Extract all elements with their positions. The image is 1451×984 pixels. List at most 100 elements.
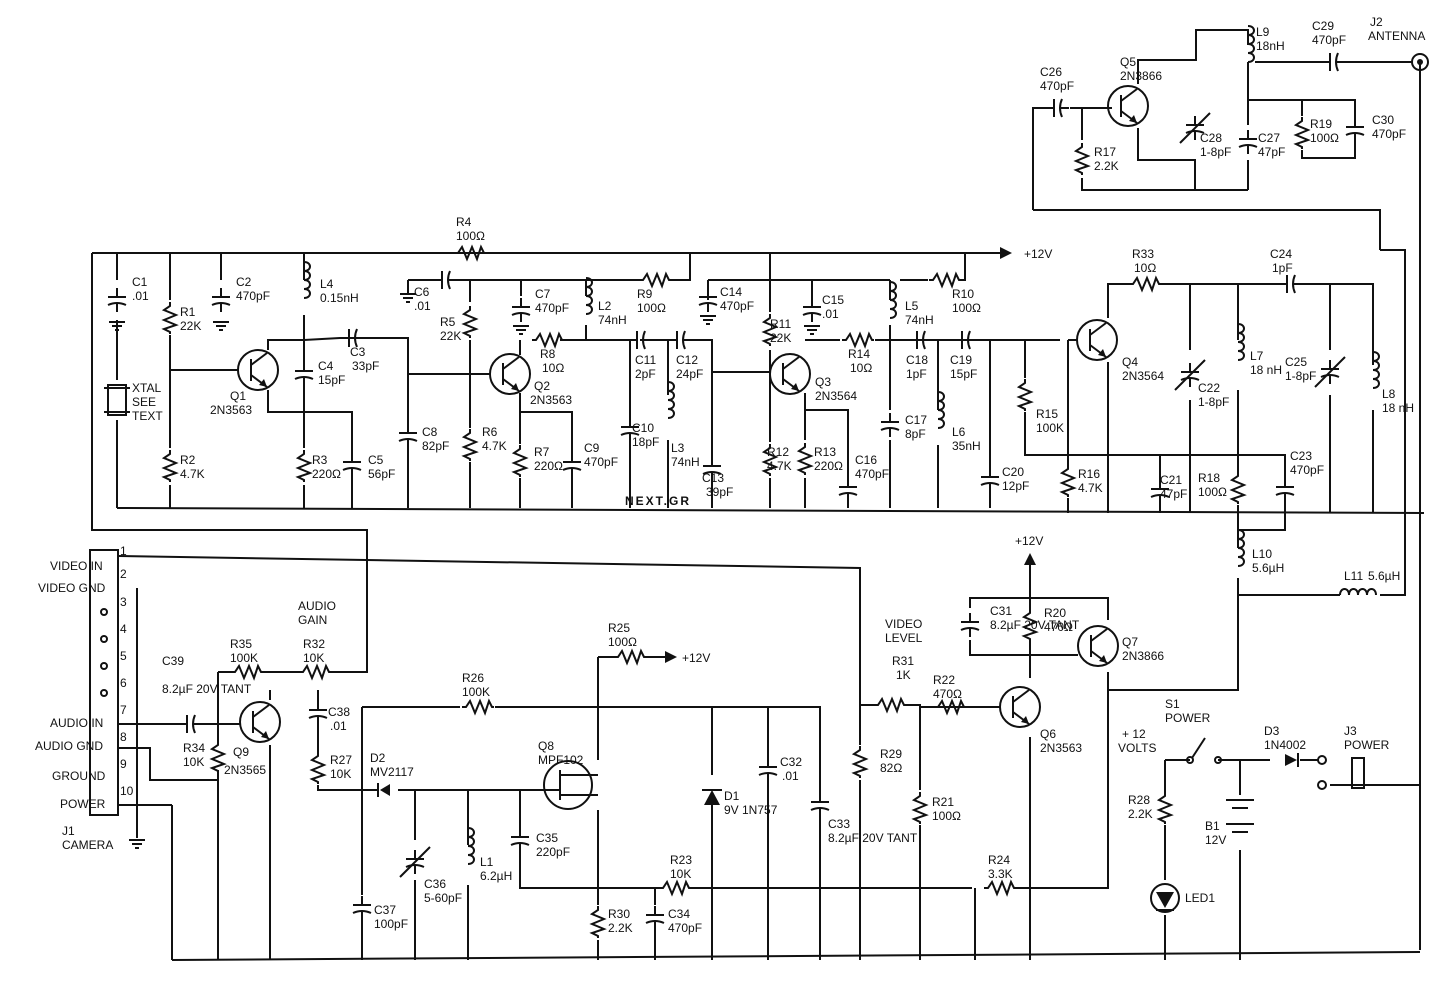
component-value: 10Ω: [542, 361, 564, 375]
component-ref: R30: [608, 907, 630, 921]
component-value: 470pF: [1312, 33, 1346, 47]
component-ref: C4: [318, 359, 334, 373]
connector-name: J1: [62, 824, 75, 838]
component-value: 18pF: [632, 435, 659, 449]
component-value: 1pF: [906, 367, 927, 381]
component-ref: C22: [1198, 381, 1220, 395]
connector-pin: 3: [120, 595, 127, 609]
connector-pin: 9: [120, 757, 127, 771]
component-value: 2.2K: [1128, 807, 1153, 821]
component-ref: R5: [440, 315, 456, 329]
connector-signal-label: AUDIO IN: [50, 716, 103, 730]
component-value: 2.2K: [1094, 159, 1119, 173]
component-value: 100K: [1036, 421, 1064, 435]
component-value: 18nH: [1256, 39, 1285, 53]
connector-signal-label: VIDEO IN: [50, 559, 103, 573]
power-jack-label: POWER: [1344, 738, 1390, 752]
component-ref: R21: [932, 795, 954, 809]
component-ref: R26: [462, 671, 484, 685]
component-value: MPF102: [538, 753, 584, 767]
component-ref: C13: [702, 471, 724, 485]
component-ref: C30: [1372, 113, 1394, 127]
component-value: 74nH: [598, 313, 627, 327]
component-ref: R27: [330, 753, 352, 767]
component-ref: R35: [230, 637, 252, 651]
connector-signal-label: GROUND: [52, 769, 106, 783]
component-value: 8.2µF 20V TANT: [162, 682, 252, 696]
component-ref: C21: [1160, 473, 1182, 487]
component-ref: R29: [880, 747, 902, 761]
component-value: 82pF: [422, 439, 449, 453]
component-ref: C37: [374, 903, 396, 917]
component-value: 8.2µF 20V TANT: [990, 618, 1080, 632]
connector-pin: 5: [120, 649, 127, 663]
component-value: .01: [822, 307, 839, 321]
component-ref: R25: [608, 621, 630, 635]
component-value: 5-60pF: [424, 891, 462, 905]
component-ref: R16: [1078, 467, 1100, 481]
connector-pin: 2: [120, 567, 127, 581]
component-value: 10Ω: [1134, 261, 1156, 275]
component-ref: L11: [1344, 569, 1363, 583]
component-ref: C7: [535, 287, 551, 301]
component-ref: C31: [990, 604, 1012, 618]
component-value: 470pF: [1290, 463, 1324, 477]
component-value: .01: [782, 769, 799, 783]
xtal-label: XTAL: [132, 381, 161, 395]
component-value: 100pF: [374, 917, 408, 931]
component-value: 100Ω: [932, 809, 961, 823]
component-ref: C24: [1270, 247, 1292, 261]
component-ref: R18: [1198, 471, 1220, 485]
component-ref: C23: [1290, 449, 1312, 463]
component-value: 39pF: [706, 485, 733, 499]
component-ref: C5: [368, 453, 384, 467]
component-ref: C14: [720, 285, 742, 299]
component-value: 18 nH: [1250, 363, 1282, 377]
component-ref: Q3: [815, 375, 831, 389]
component-value: 9V 1N757: [724, 803, 778, 817]
component-value: 82Ω: [880, 761, 902, 775]
battery-volts-label: VOLTS: [1118, 741, 1156, 755]
component-ref: R2: [180, 453, 196, 467]
component-ref: L9: [1256, 25, 1270, 39]
component-value: 470Ω: [933, 687, 962, 701]
component-value: 470Ω: [1044, 620, 1073, 634]
video-level-label: VIDEO: [885, 617, 922, 631]
component-value: 2N3564: [1122, 369, 1164, 383]
component-ref: Q5: [1120, 55, 1136, 69]
component-ref: R8: [540, 347, 556, 361]
component-ref: C11: [635, 353, 656, 367]
component-ref: C9: [584, 441, 600, 455]
component-value: 2pF: [635, 367, 656, 381]
component-ref: L5: [905, 299, 919, 313]
component-ref: L10: [1252, 547, 1272, 561]
component-value: 15pF: [950, 367, 977, 381]
component-value: 100Ω: [952, 301, 981, 315]
battery-volts-label: + 12: [1122, 727, 1146, 741]
component-value: 6.2µH: [480, 869, 512, 883]
component-ref: C12: [676, 353, 698, 367]
component-ref: R24: [988, 853, 1010, 867]
component-value: 22K: [180, 319, 201, 333]
component-ref: C38: [328, 705, 350, 719]
audio-gain-label: GAIN: [298, 613, 327, 627]
component-value: 220Ω: [312, 467, 341, 481]
component-value: 2N3866: [1120, 69, 1162, 83]
component-ref: L8: [1382, 387, 1396, 401]
xtal-label: SEE: [132, 395, 156, 409]
component-value: .01: [330, 719, 347, 733]
component-value: 100Ω: [608, 635, 637, 649]
component-ref: C18: [906, 353, 928, 367]
component-ref: R14: [848, 347, 870, 361]
component-value: 2N3563: [530, 393, 572, 407]
component-value: 470pF: [535, 301, 569, 315]
component-value: 4.7K: [482, 439, 507, 453]
component-value: 470pF: [668, 921, 702, 935]
component-value: 2.2K: [608, 921, 633, 935]
component-ref: Q4: [1122, 355, 1138, 369]
component-ref: R23: [670, 853, 692, 867]
component-value: 3.3K: [988, 867, 1013, 881]
component-ref: R20: [1044, 606, 1066, 620]
component-value: 1N4002: [1264, 738, 1306, 752]
